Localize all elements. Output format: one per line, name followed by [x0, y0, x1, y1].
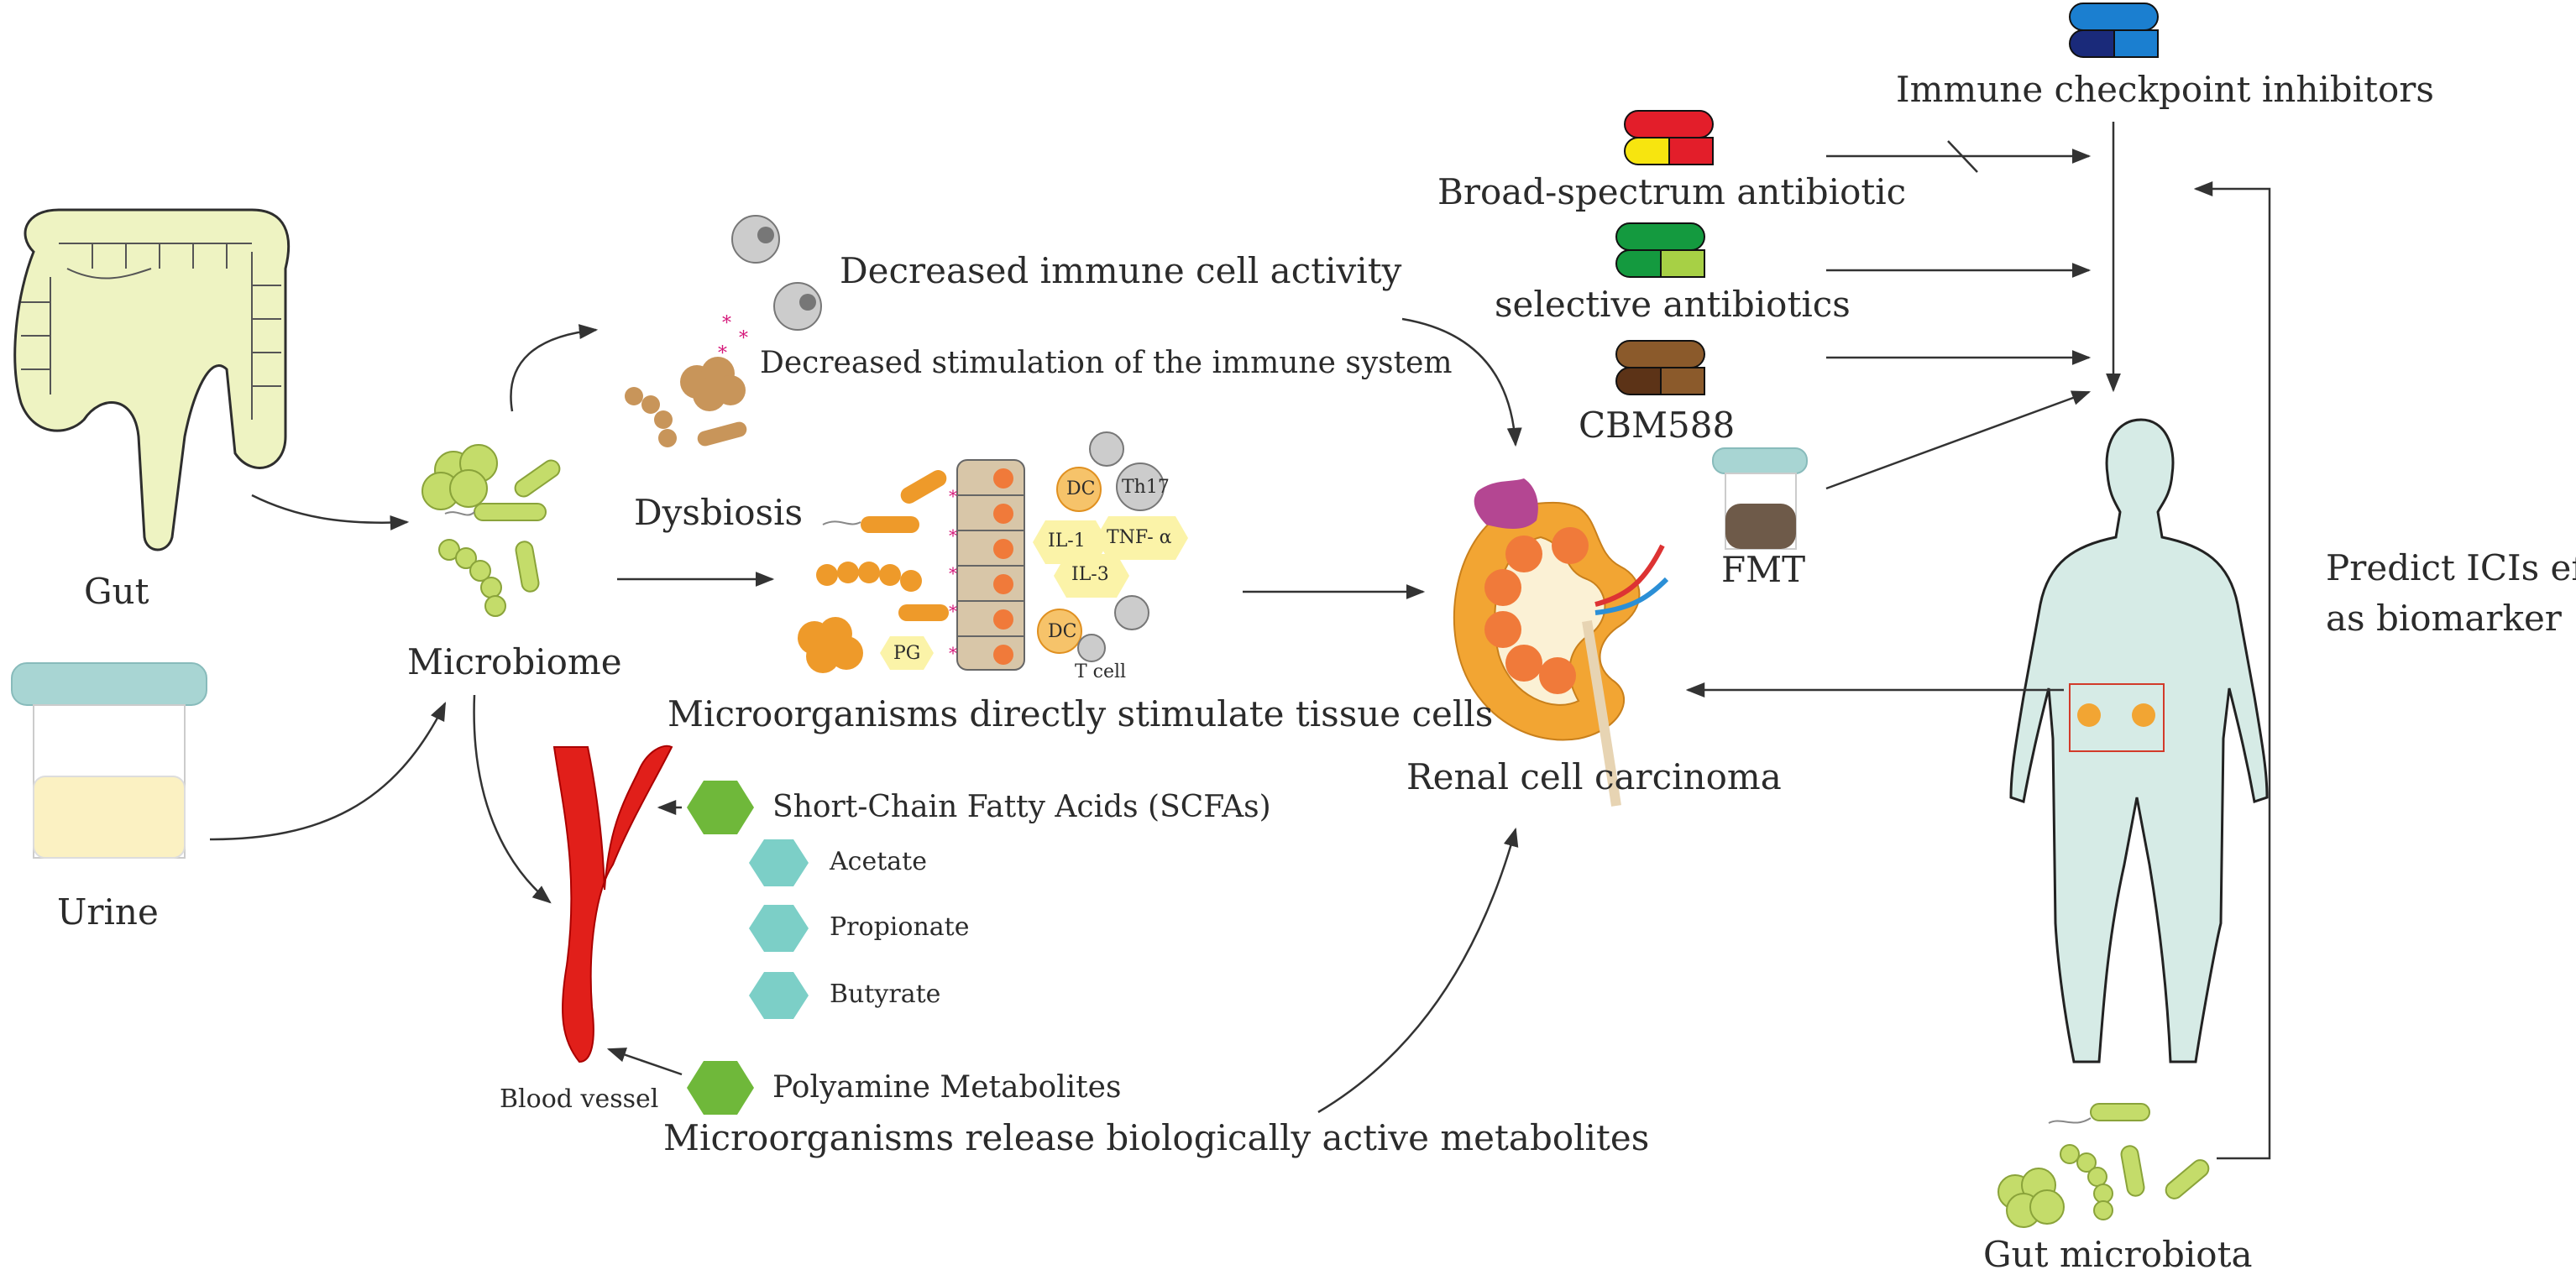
label-predict-line2: as biomarker: [2326, 598, 2562, 639]
cell-label-pg: PG: [893, 643, 921, 664]
label-ici: Immune checkpoint inhibitors: [1896, 69, 2434, 110]
svg-text:*: *: [739, 328, 748, 349]
svg-text:*: *: [949, 486, 957, 506]
microbiome-cluster: [421, 444, 561, 617]
label-gut-microbiota: Gut microbiota: [1983, 1234, 2253, 1275]
arrows: [209, 122, 2271, 1160]
cell-label-il1: IL-1: [1048, 530, 1086, 551]
label-polyamine: Polyamine Metabolites: [772, 1070, 1122, 1105]
svg-text:*: *: [949, 601, 957, 621]
label-scfa: Short-Chain Fatty Acids (SCFAs): [772, 790, 1271, 824]
gut-microbiota-cluster: [1997, 1103, 2210, 1228]
fmt-container: [1712, 447, 1808, 550]
kidney-illustration: [1453, 478, 1669, 807]
cell-label-dc-top: DC: [1066, 478, 1096, 499]
label-cbm588: CBM588: [1579, 405, 1736, 446]
arrow-polyamine-vessel: [606, 1048, 683, 1076]
label-propionate: Propionate: [830, 912, 970, 942]
svg-text:*: *: [722, 313, 731, 334]
label-dysbiosis: Dysbiosis: [634, 492, 804, 533]
label-blood-vessel: Blood vessel: [500, 1084, 659, 1114]
label-decreased-immune-activity: Decreased immune cell activity: [840, 250, 1402, 291]
pill-cbm588: [1615, 340, 1705, 395]
block-mark: [1947, 140, 1978, 173]
label-urine: Urine: [57, 891, 159, 933]
arrow-immune-rcc: [1401, 317, 1522, 447]
label-fmt: FMT: [1721, 549, 1806, 590]
human-silhouette: [2009, 418, 2269, 1063]
tissue-cells: [956, 459, 1025, 671]
pill-broad-spectrum: [1624, 110, 1714, 165]
dysbiosis-illustration: * * *: [625, 215, 822, 447]
cell-label-tcell: T cell: [1075, 661, 1127, 682]
arrow-feedback: [2193, 181, 2271, 1160]
svg-text:*: *: [718, 343, 727, 364]
label-decreased-stimulation: Decreased stimulation of the immune syst…: [760, 346, 1453, 380]
immune-mediators: [880, 431, 1188, 670]
label-butyrate: Butyrate: [830, 980, 941, 1009]
svg-text:*: *: [949, 525, 957, 546]
pill-ici: [2069, 3, 2159, 58]
arrow-microbiome-vessel: [473, 694, 552, 904]
arrow-microbiome-dysbiosis: [510, 324, 599, 412]
label-direct-stimulation: Microorganisms directly stimulate tissue…: [668, 693, 1494, 734]
label-selective-antibiotics: selective antibiotics: [1495, 284, 1851, 325]
arrow-gut-microbiome: [251, 494, 410, 530]
cell-label-th17: Th17: [1122, 477, 1170, 498]
label-microbiome: Microbiome: [407, 641, 622, 682]
urine-container: [11, 662, 207, 859]
arrow-urine-microbiome: [209, 701, 447, 841]
label-gut: Gut: [84, 571, 149, 612]
blood-vessel-illustration: [552, 745, 673, 1063]
svg-text:*: *: [949, 563, 957, 583]
cell-label-dc-bottom: DC: [1048, 621, 1077, 642]
arrow-metabolites-rcc: [1317, 827, 1519, 1114]
cell-label-il3: IL-3: [1071, 564, 1109, 585]
cell-label-tnf: TNF- α: [1107, 527, 1172, 548]
orange-bacteria: * * * * *: [798, 470, 957, 673]
label-broad-antibiotic: Broad-spectrum antibiotic: [1437, 171, 1907, 212]
label-rcc: Renal cell carcinoma: [1406, 756, 1782, 797]
label-predict-line1: Predict ICIs effect: [2326, 547, 2576, 588]
label-acetate: Acetate: [830, 847, 927, 876]
svg-text:*: *: [949, 643, 957, 663]
pill-selective: [1615, 222, 1705, 278]
label-release-metabolites: Microorganisms release biologically acti…: [663, 1117, 1650, 1158]
gut-illustration: [13, 208, 291, 551]
metabolite-hexagons: [687, 781, 809, 1115]
arrow-fmt-ici: [1825, 390, 2092, 490]
